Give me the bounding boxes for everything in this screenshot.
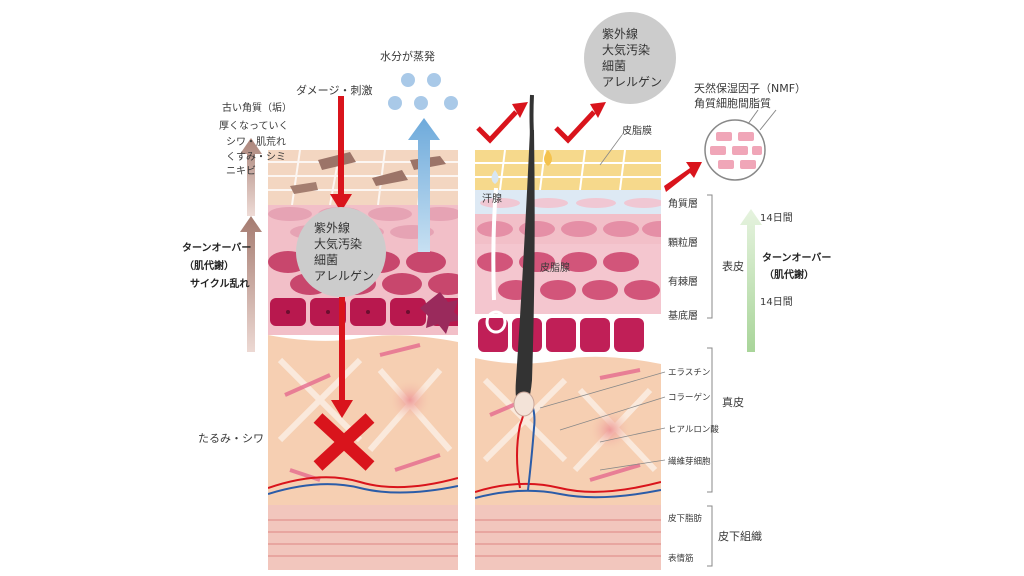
subcutaneous-item: 表情筋	[668, 554, 694, 564]
dermis-item: コラーゲン	[668, 393, 711, 403]
layer-item: 有棘層	[668, 277, 698, 288]
dermis-item: エラスチン	[668, 368, 711, 378]
sweat-gland-label: 汗腺	[482, 194, 502, 205]
symptom-item: くすみ・シミ	[226, 152, 286, 163]
layer-item: 基底層	[668, 311, 698, 322]
damage-arrow	[330, 96, 352, 212]
dermis-item: ヒアルロン酸	[668, 425, 719, 435]
subcutaneous-tissue-label: 皮下組織	[718, 530, 762, 543]
damage-x-icon	[313, 413, 375, 471]
old-keratin-label: 古い角質（垢）	[222, 103, 292, 114]
symptom-item: シワ・肌荒れ	[226, 137, 286, 148]
sagging-label: たるみ・シワ	[198, 432, 264, 445]
damaged-skin-panel	[268, 150, 458, 570]
subcutaneous-item: 皮下脂肪	[668, 514, 703, 524]
symptom-item: 厚くなっていく	[219, 121, 289, 132]
symptom-item: ニキビ	[226, 166, 256, 177]
layer-item: 顆粒層	[668, 238, 698, 249]
check-arrow-icon	[476, 110, 596, 144]
dermis-label: 真皮	[722, 396, 744, 409]
dermis-item: 繊維芽細胞	[668, 457, 711, 467]
aggressor-circle-left	[296, 207, 386, 297]
aggressor-circle-right	[584, 12, 676, 104]
water-droplets	[388, 73, 458, 110]
nmf-label: 天然保湿因子（NMF）	[694, 82, 807, 95]
days-14-bottom-label: 14日間	[760, 297, 793, 308]
layer-item: 角質層	[668, 199, 698, 210]
epidermis-label: 表皮	[722, 260, 744, 273]
intercellular-lipid-label: 角質細胞間脂質	[694, 97, 771, 110]
damage-stimulus-label: ダメージ・刺激	[296, 84, 373, 97]
sebaceous-gland-label: 皮脂腺	[540, 263, 570, 274]
evaporation-arrow	[408, 118, 440, 252]
water-evaporation-label: 水分が蒸発	[380, 50, 435, 63]
sebum-film-label: 皮脂膜	[622, 126, 652, 137]
days-14-top-label: 14日間	[760, 213, 793, 224]
healthy-skin-panel	[475, 150, 661, 570]
